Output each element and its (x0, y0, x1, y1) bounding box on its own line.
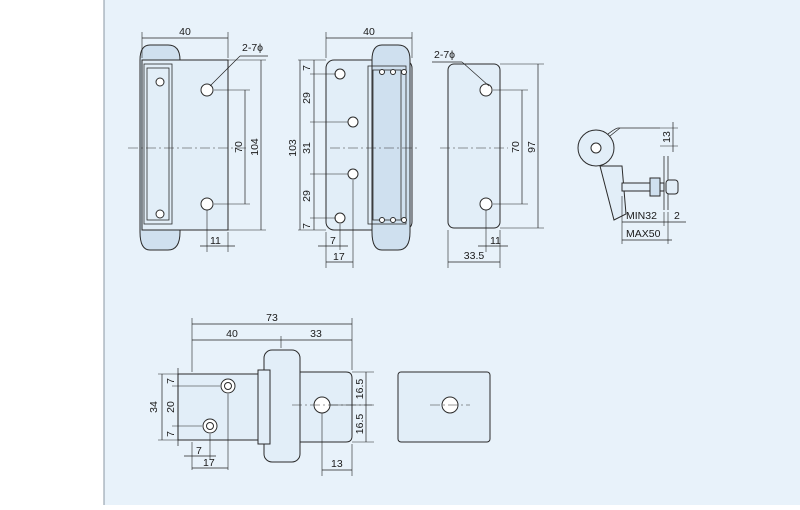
back-hole-4 (334, 212, 346, 224)
back-rivet-4 (379, 217, 385, 223)
dim-29-top: 29 (301, 92, 313, 104)
plan-dim-13: 13 (331, 458, 343, 470)
view-bottom-plan: 73 40 33 34 20 7 7 7 17 16.5 16.5 13 (148, 312, 374, 476)
plan-dim-x7: 7 (196, 445, 202, 457)
dim-offset: 11 (210, 235, 221, 247)
plate-hole-bottom (479, 197, 493, 211)
back-knuckle (371, 44, 411, 251)
plan-joint (257, 369, 271, 445)
side-arm (607, 127, 660, 135)
back-rivet-5 (390, 217, 396, 223)
dim-x17: 17 (333, 251, 345, 263)
plan-dim-34: 34 (148, 401, 160, 413)
plan-dim-20: 20 (165, 401, 177, 413)
plan-dim-73: 73 (266, 312, 278, 324)
dim-x7: 7 (330, 235, 336, 247)
mounting-plate (447, 63, 501, 229)
plate-hole-callout: 2-7ϕ (434, 49, 455, 61)
small-pin-bottom (155, 209, 165, 219)
dim-total-103: 103 (287, 139, 299, 157)
plate-dim-height: 97 (526, 141, 538, 153)
plate-dim-pitch: 70 (510, 141, 522, 153)
view-side: 13 MIN32 2 MAX50 (577, 122, 686, 244)
view-mounting-plate: 2-7ϕ 70 97 11 33.5 (432, 49, 544, 268)
dim-29-bottom: 29 (301, 190, 313, 202)
plan-dim-33: 33 (310, 328, 322, 340)
back-rivet-2 (390, 69, 396, 75)
plan-dim-40: 40 (226, 328, 238, 340)
dim-width: 40 (179, 26, 191, 38)
side-dim-2: 2 (674, 210, 680, 222)
plan-dim-7b: 7 (165, 431, 177, 437)
plan-leaf-left (177, 373, 259, 441)
back-rivet-1 (379, 69, 385, 75)
side-nut (649, 177, 661, 197)
back-rivet-3 (401, 69, 407, 75)
plan-dim-165b: 16.5 (354, 414, 366, 435)
view-bottom-plate (397, 371, 491, 443)
mounting-hole-bottom (200, 197, 214, 211)
back-frame-2 (372, 69, 402, 221)
hole-callout: 2-7ϕ (242, 42, 263, 54)
leaf-inner-frame (143, 63, 173, 225)
plate-dim-offset: 11 (490, 235, 501, 247)
dim-31: 31 (301, 142, 313, 154)
dim-7-bottom: 7 (301, 223, 313, 229)
side-dim-13: 13 (661, 131, 673, 143)
side-bracket (599, 165, 627, 221)
plan-dim-x17: 17 (203, 457, 215, 469)
hinge-leaf (141, 59, 229, 231)
plan-dim-165a: 16.5 (354, 379, 366, 400)
back-frame (367, 65, 407, 225)
back-hole-1 (334, 68, 346, 80)
side-pin (590, 142, 602, 154)
side-knob (665, 179, 679, 195)
plate-dim-width: 33.5 (464, 250, 485, 262)
leaf-inner-frame-2 (146, 67, 170, 221)
side-dim-min: MIN32 (626, 210, 657, 222)
plan-dim-7a: 7 (165, 378, 177, 384)
mounting-hole-top (200, 83, 214, 97)
dim-pitch: 70 (233, 141, 245, 153)
dim-back-width: 40 (363, 26, 375, 38)
back-rivet-6 (401, 217, 407, 223)
small-pin-top (155, 77, 165, 87)
side-dim-max: MAX50 (626, 228, 661, 240)
view-hinge-front: 40 2-7ϕ 70 104 11 (128, 26, 268, 252)
plate-hole-top (479, 83, 493, 97)
dim-7-top: 7 (301, 65, 313, 71)
dim-height: 104 (249, 138, 261, 156)
back-hole-2 (347, 116, 359, 128)
view-hinge-back: 40 7 29 31 29 7 103 7 17 (287, 26, 418, 268)
back-hole-3 (347, 168, 359, 180)
